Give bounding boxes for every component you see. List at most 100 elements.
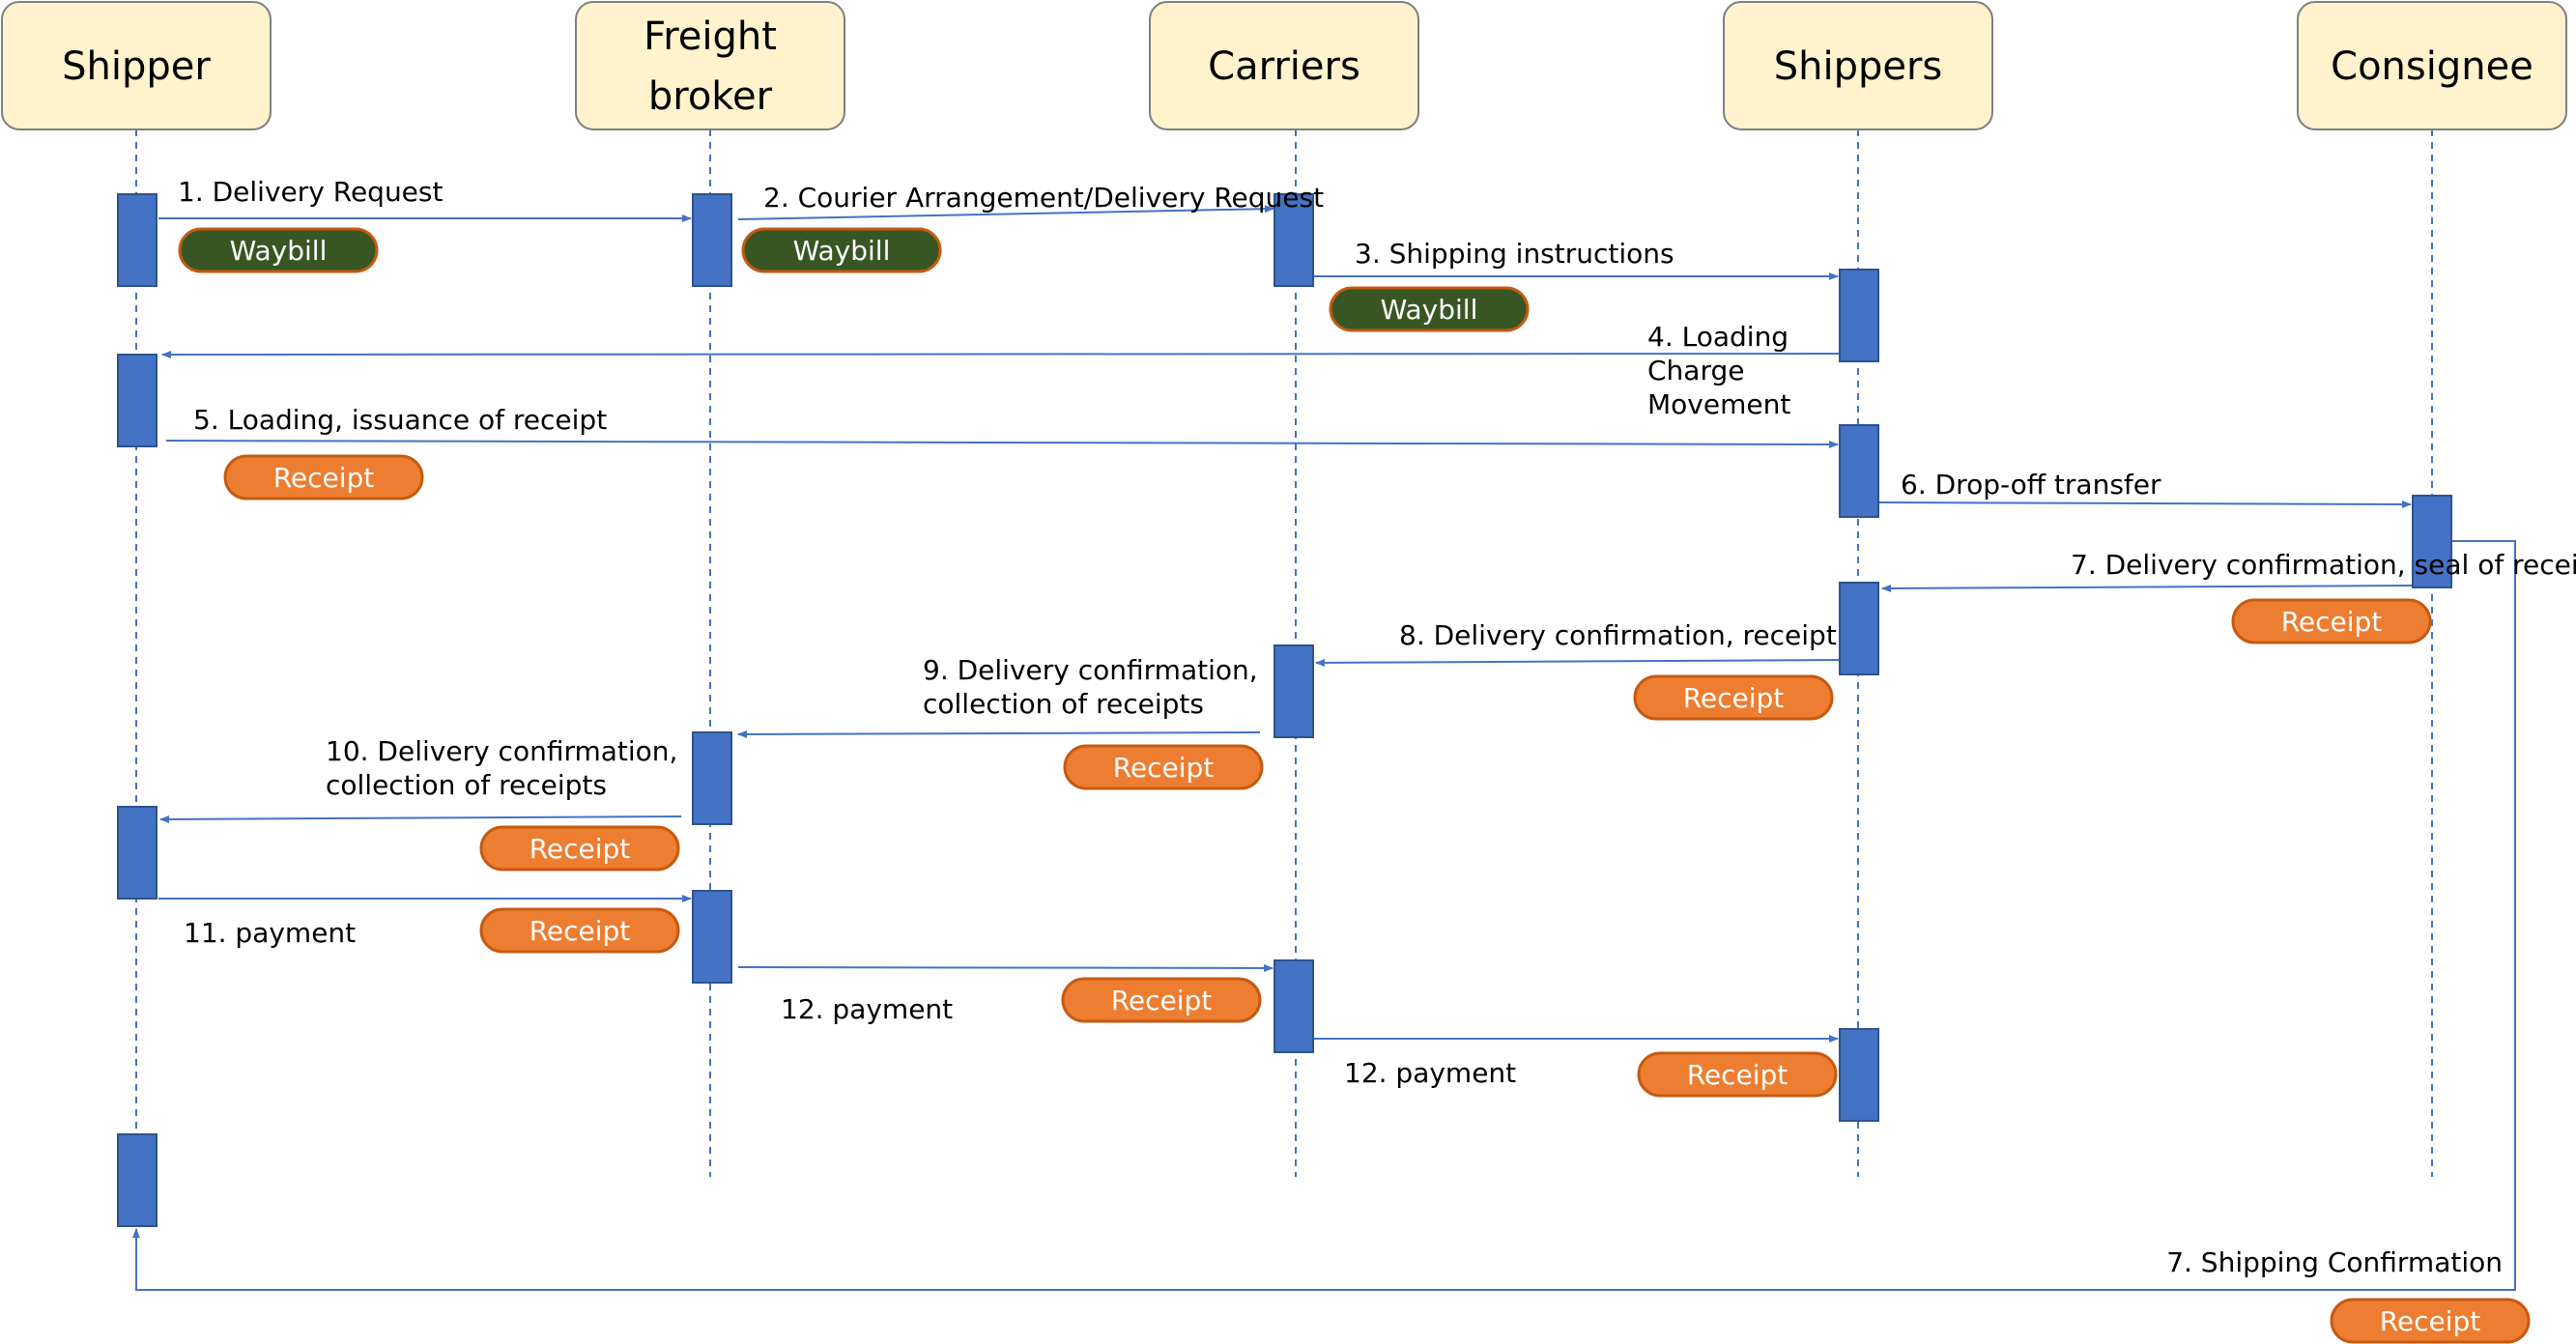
activation-bar (1839, 269, 1879, 362)
message-label-9: collection of receipts (923, 688, 1204, 720)
pill-label: Receipt (1113, 752, 1215, 784)
message-arrows (132, 205, 2516, 1291)
message-arrow-5 (165, 440, 1839, 448)
activation-bar (117, 193, 157, 287)
activation-bar (117, 354, 157, 447)
message-label-7: 7. Delivery confirmation, seal of receip… (2071, 549, 2576, 581)
activation-bar (1839, 1028, 1879, 1122)
message-label-14: 7. Shipping Confirmation (2166, 1246, 2503, 1278)
participant-box (2297, 1, 2567, 130)
message-label-4: Movement (1647, 388, 1790, 420)
activation-bar (1274, 644, 1314, 738)
pill-shape (1063, 744, 1264, 790)
message-label-8: 8. Delivery confirmation, receipt (1399, 619, 1837, 651)
activation-bar (1274, 193, 1314, 287)
pill-label: Receipt (1683, 682, 1785, 714)
pill-shape (178, 227, 379, 273)
pill-label: Receipt (2281, 606, 2383, 638)
participant-box (1, 1, 272, 130)
message-label-12: 12. payment (781, 993, 953, 1025)
message-label-11: 11. payment (184, 917, 356, 949)
participant-box (1149, 1, 1419, 130)
participants: Shipper Freight broker Carriers Shippers Cons… (1, 1, 2567, 130)
message-label-9: 9. Delivery confirmation, (923, 654, 1258, 686)
activation-bar (2412, 495, 2452, 588)
participant-box (575, 1, 845, 130)
participant-box (1723, 1, 1993, 130)
participant-consignee: Consignee (2297, 1, 2567, 130)
receipt-pill: Receipt (1063, 744, 1264, 790)
receipt-pill: Receipt (223, 454, 424, 500)
receipt-pill: Receipt (1633, 674, 1834, 721)
activation-bar (117, 806, 157, 900)
participant-label: Consignee (2331, 44, 2533, 89)
pill-shape (2330, 1298, 2531, 1344)
pill-label: Waybill (230, 235, 328, 267)
message-arrow-6 (1878, 500, 2412, 508)
pill-shape (479, 825, 680, 872)
message-arrow-8 (1315, 658, 1840, 667)
participant-shippers: Shippers (1723, 1, 1993, 130)
receipt-pill: Receipt (2231, 598, 2432, 644)
message-arrow-9 (737, 729, 1261, 738)
message-label-1: 1. Delivery Request (178, 176, 443, 208)
pill-shape (1633, 674, 1834, 721)
participant-label: Carriers (1208, 44, 1360, 89)
pill-label: Waybill (793, 235, 891, 267)
message-arrow-4 (161, 350, 1840, 358)
pill-shape (1061, 977, 1262, 1023)
waybill-pill: Waybill (1329, 286, 1530, 332)
participant-freight-broker: Freight broker (575, 1, 845, 130)
waybill-pill: Waybill (178, 227, 379, 273)
message-label-2: 2. Courier Arrangement/Delivery Request (763, 182, 1324, 214)
activation-bar (692, 890, 732, 984)
pill-label: Receipt (2380, 1305, 2481, 1337)
message-arrow-7 (1881, 584, 2413, 592)
pill-shape (1329, 286, 1530, 332)
activation-bar (692, 731, 732, 825)
activation-bar (692, 193, 732, 287)
pill-label: Receipt (273, 462, 375, 494)
waybill-pill: Waybill (741, 227, 942, 273)
pill-label: Receipt (530, 833, 631, 865)
message-label-4: 4. Loading (1647, 321, 1789, 353)
message-label-6: 6. Drop-off transfer (1901, 469, 2161, 500)
message-arrow-14 (132, 540, 2516, 1291)
receipt-pill: Receipt (1061, 977, 1262, 1023)
activation-bar (117, 1133, 157, 1227)
receipt-pill: Receipt (2330, 1298, 2531, 1344)
pill-label: Waybill (1381, 294, 1478, 326)
activation-bar (1274, 959, 1314, 1053)
message-label-10: collection of receipts (326, 769, 607, 801)
receipt-pill: Receipt (479, 825, 680, 872)
pill-shape (223, 454, 424, 500)
receipt-pill: Receipt (1637, 1051, 1838, 1098)
activation-bars (117, 193, 2452, 1227)
pill-label: Receipt (1111, 985, 1213, 1016)
message-label-4: Charge (1647, 355, 1744, 386)
pill-label: Receipt (1687, 1059, 1789, 1091)
participant-label: Shippers (1774, 44, 1943, 89)
message-arrow-10 (159, 815, 682, 823)
message-label-3: 3. Shipping instructions (1355, 238, 1674, 270)
pill-shape (1637, 1051, 1838, 1098)
receipt-pill: Receipt (479, 907, 680, 954)
activation-bar (1839, 424, 1879, 518)
pill-shape (741, 227, 942, 273)
participant-shipper: Shipper (1, 1, 272, 130)
participant-carriers: Carriers (1149, 1, 1419, 130)
pill-shape (2231, 598, 2432, 644)
pill-shape (479, 907, 680, 954)
participant-label: Freight (644, 14, 777, 59)
message-labels: 1. Delivery Request 2. Courier Arrangemen… (178, 176, 2576, 1278)
message-label-13: 12. payment (1344, 1057, 1516, 1089)
participant-label: broker (648, 74, 773, 119)
message-label-5: 5. Loading, issuance of receipt (193, 404, 607, 436)
message-arrow-2 (737, 205, 1274, 220)
message-label-10: 10. Delivery confirmation, (326, 735, 677, 767)
pill-label: Receipt (530, 915, 631, 947)
participant-label: Shipper (62, 44, 211, 89)
activation-bar (1839, 582, 1879, 675)
